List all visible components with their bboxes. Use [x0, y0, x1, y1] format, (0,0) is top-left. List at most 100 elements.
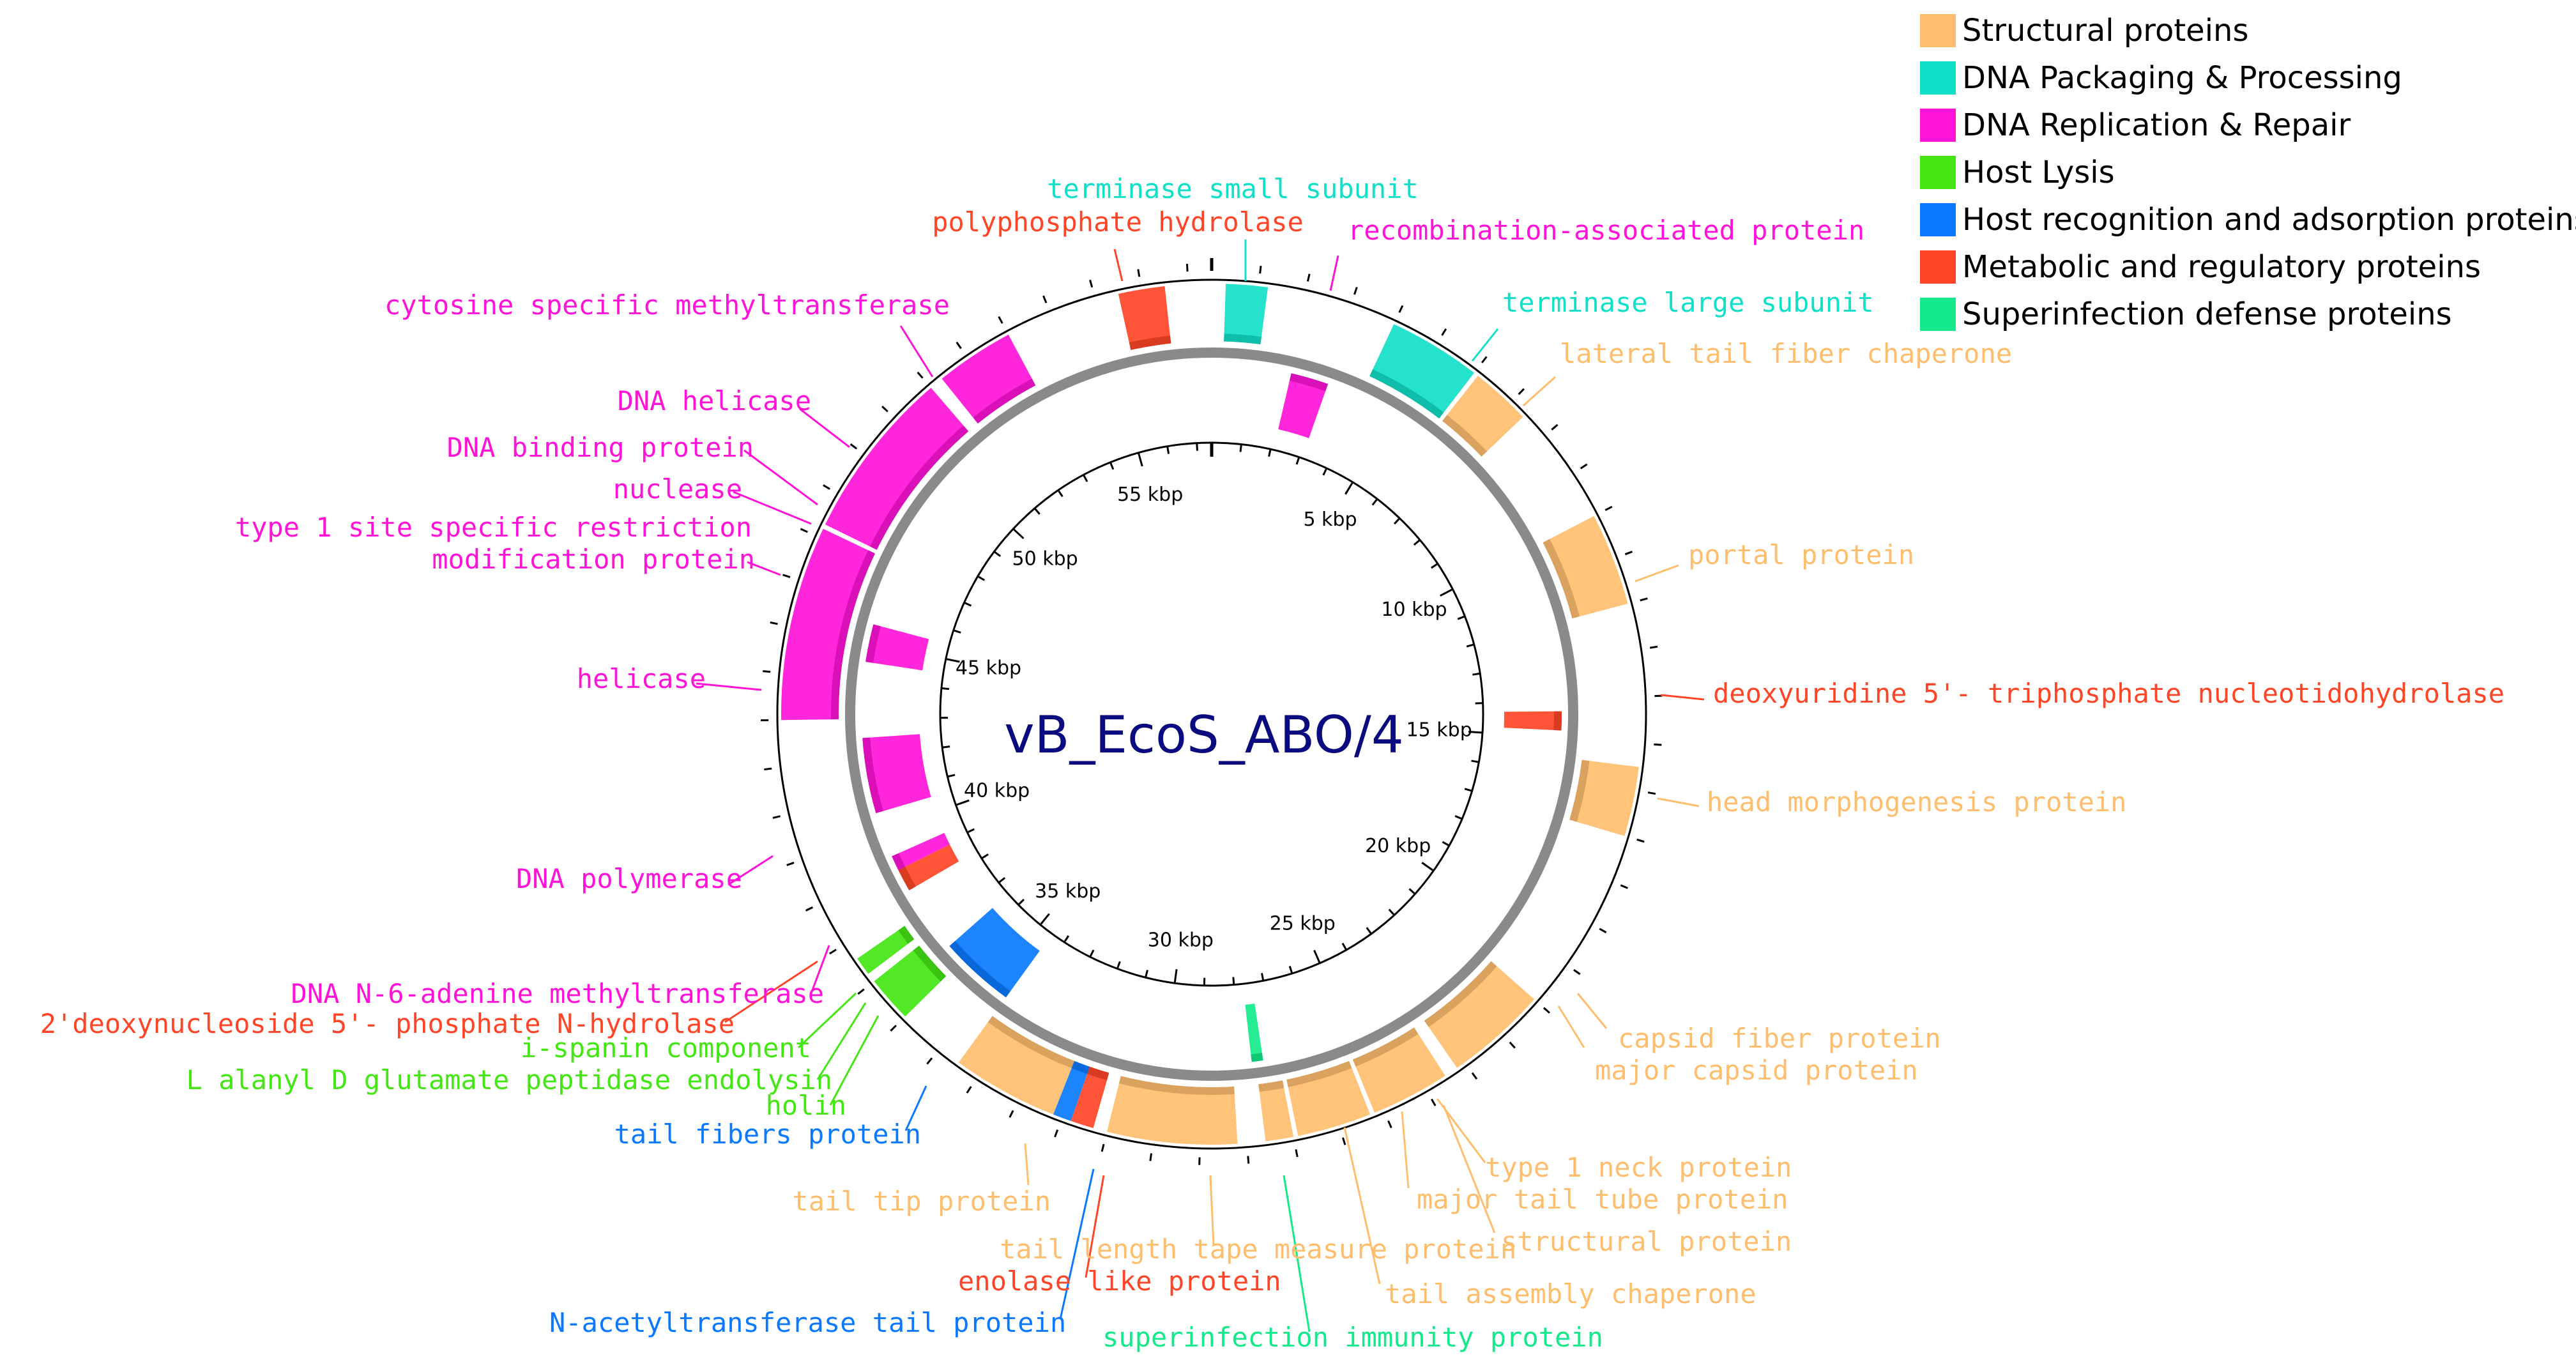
outer-tick	[770, 622, 778, 623]
outer-tick	[1510, 1042, 1515, 1048]
outer-tick	[1551, 425, 1557, 430]
gene-annotation-label: tail length tape measure protein	[1000, 1233, 1516, 1265]
ruler-tick	[1269, 449, 1271, 457]
outer-tick	[1544, 1008, 1550, 1013]
annotation-leader-line	[696, 684, 761, 690]
gene-annotation-label: DNA binding protein	[447, 432, 754, 463]
ruler-label: 15 kbp	[1406, 719, 1472, 741]
ruler-tick	[1373, 499, 1377, 505]
ruler-label: 30 kbp	[1148, 929, 1214, 952]
legend-label: Structural proteins	[1962, 13, 2248, 49]
gene-annotation-label: lateral tail fiber chaperone	[1560, 338, 2012, 369]
outer-tick	[918, 372, 923, 378]
outer-tick	[927, 1058, 932, 1064]
gene-arc-metabolic[interactable]	[1504, 712, 1562, 731]
outer-tick	[1581, 464, 1587, 469]
outer-tick	[1150, 1154, 1152, 1161]
ruler-tick	[1440, 589, 1453, 595]
outer-tick	[882, 406, 888, 411]
ruler-tick	[1013, 529, 1023, 538]
legend-label: Superinfection defense proteins	[1962, 296, 2452, 332]
legend-label: Host recognition and adsorption proteins	[1962, 202, 2576, 238]
gene-annotation-label: tail assembly chaperone	[1385, 1278, 1757, 1310]
ruler-label: 25 kbp	[1270, 912, 1336, 935]
gene-arc-structural[interactable]	[959, 1016, 1074, 1114]
legend-swatch-metabolic	[1920, 250, 1956, 284]
ruler-tick	[1467, 645, 1474, 646]
ruler-tick	[1138, 453, 1142, 466]
outer-tick	[851, 444, 857, 448]
outer-tick	[1472, 1073, 1477, 1079]
gene-annotation-label: portal protein	[1688, 539, 1914, 570]
outer-tick	[1354, 287, 1357, 294]
outer-tick	[830, 950, 836, 954]
legend-label: Host Lysis	[1962, 155, 2115, 190]
legend-swatch-lysis	[1920, 156, 1956, 189]
gene-annotation-label: head morphogenesis protein	[1707, 786, 2126, 818]
legend-swatch-structural	[1920, 14, 1956, 47]
outer-tick	[1248, 1156, 1249, 1164]
gene-annotation-label: structural protein	[1501, 1226, 1792, 1257]
outer-tick	[1637, 839, 1645, 841]
gene-annotation-label: cytosine specific methyltransferase	[385, 289, 950, 321]
outer-tick	[1625, 551, 1632, 554]
ruler-tick	[1345, 482, 1352, 494]
outer-tick	[1055, 1130, 1058, 1137]
ruler-tick	[1458, 616, 1465, 619]
outer-tick	[1605, 507, 1612, 510]
ruler-tick	[947, 775, 955, 777]
gene-annotation-label: deoxyuridine 5'- triphosphate nucleotido…	[1713, 678, 2504, 709]
outer-tick	[890, 1025, 896, 1030]
ruler-tick	[1240, 445, 1241, 452]
ruler-tick	[1146, 970, 1148, 978]
gene-annotation-label: N-acetyltransferase tail protein	[549, 1307, 1066, 1338]
outer-tick	[1307, 274, 1309, 282]
ruler-tick	[1175, 969, 1177, 983]
legend-swatch-packaging	[1920, 61, 1956, 95]
gene-annotation-label: L alanyl D glutamate peptidase endolysin	[187, 1064, 832, 1096]
outer-tick	[773, 816, 781, 818]
ruler-tick	[1409, 889, 1415, 894]
ruler-tick	[995, 552, 1001, 556]
annotation-leader-line	[1661, 695, 1704, 699]
outer-tick	[783, 575, 790, 577]
outer-tick	[806, 907, 813, 910]
gene-annotation-label: enolase like protein	[958, 1265, 1281, 1297]
ruler-tick	[1064, 936, 1069, 942]
outer-tick	[763, 671, 770, 672]
outer-tick	[858, 989, 864, 994]
outer-tick	[1260, 266, 1261, 273]
gene-annotation-label: major capsid protein	[1595, 1055, 1918, 1086]
annotation-leader-line	[1658, 798, 1699, 806]
outer-tick	[800, 529, 807, 532]
ruler-tick	[1090, 950, 1094, 957]
gene-annotation-label: modification protein	[432, 544, 755, 575]
ruler-tick	[1394, 518, 1399, 524]
ruler-tick	[1083, 475, 1087, 482]
legend-swatch-replication	[1920, 109, 1956, 142]
annotation-leader-line	[1115, 249, 1122, 281]
ruler-tick	[1442, 842, 1449, 846]
ruler-label: 45 kbp	[956, 657, 1021, 679]
gene-annotation-label: DNA helicase	[618, 385, 811, 416]
ruler-tick	[1422, 862, 1433, 871]
ruler-tick	[1110, 462, 1113, 470]
gene-annotation-label: terminase small subunit	[1047, 173, 1419, 204]
annotation-leader-line	[1635, 565, 1679, 581]
annotation-leader-line	[1472, 329, 1498, 361]
ruler-tick	[1431, 563, 1438, 568]
ruler-label: 40 kbp	[964, 780, 1030, 802]
ruler-tick	[1472, 673, 1480, 675]
ruler-tick	[982, 854, 988, 858]
outer-tick	[787, 862, 794, 865]
ruler-tick	[1414, 540, 1420, 545]
gene-annotation-label: polyphosphate hydrolase	[932, 206, 1304, 238]
outer-tick	[1388, 1121, 1391, 1128]
gene-annotation-label: type 1 site specific restriction	[235, 512, 752, 543]
outer-tick	[967, 1087, 972, 1093]
annotation-leader-line	[744, 450, 818, 505]
ruler-tick	[1465, 789, 1472, 791]
